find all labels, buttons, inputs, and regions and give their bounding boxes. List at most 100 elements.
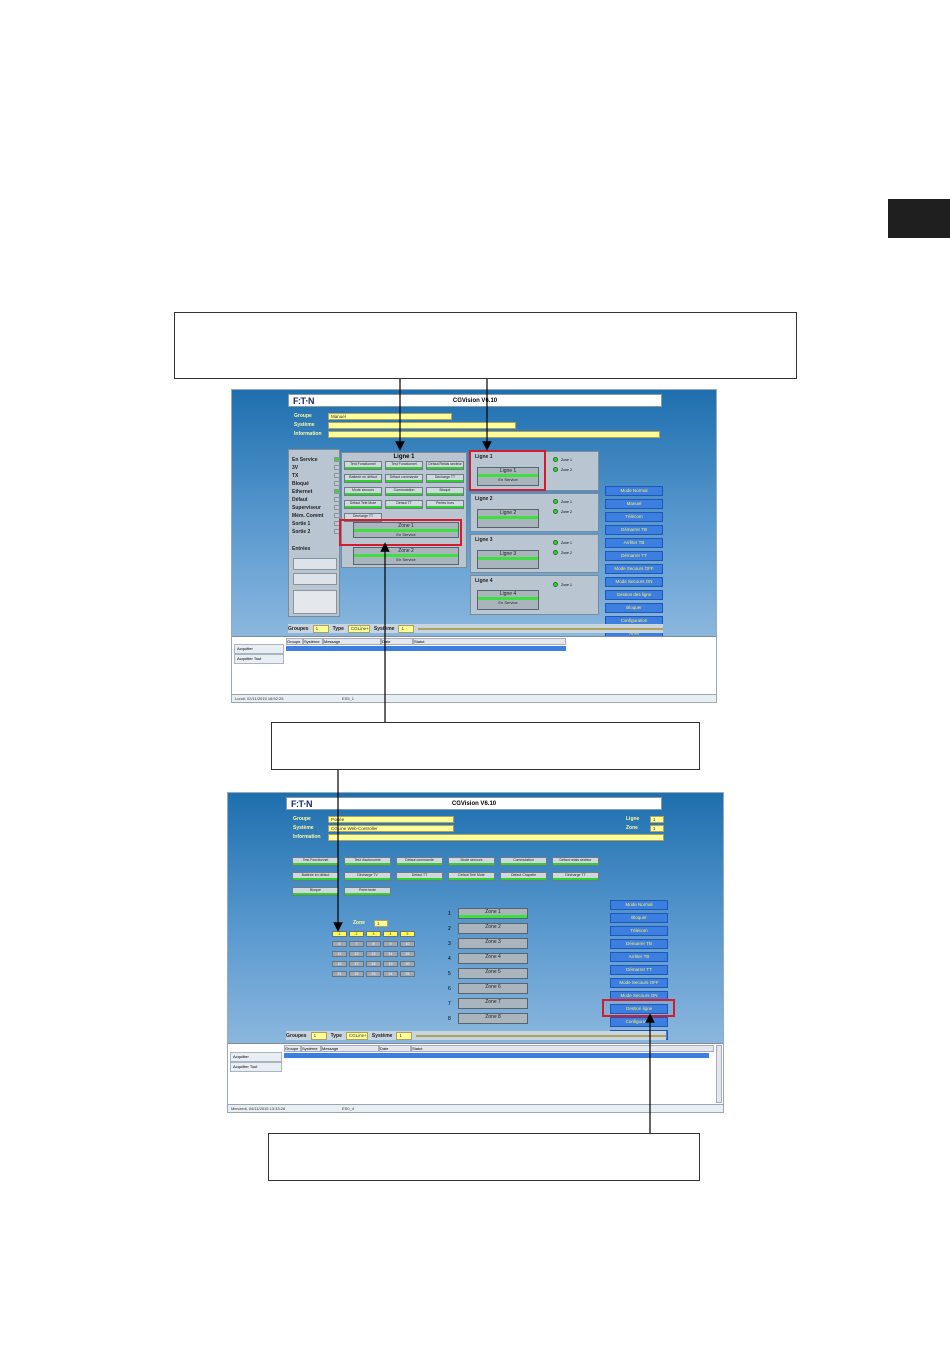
zone-number-cell[interactable]: 23 — [366, 971, 381, 977]
bloquer-button[interactable]: Bloquer — [605, 603, 663, 613]
footer-type-field[interactable]: CGLine+ — [345, 1031, 368, 1040]
zone-item[interactable]: Zone 4 — [458, 953, 528, 964]
ligne-zone-box[interactable]: Ligne 4 En Service — [477, 590, 539, 610]
zone-number-cell[interactable]: 18 — [366, 961, 381, 967]
col-groupe[interactable]: Groupe — [286, 638, 303, 645]
col-statut[interactable]: Statut — [413, 638, 566, 645]
ligne-zone-box[interactable]: Ligne 1 En Service — [477, 467, 539, 486]
acquitter-button[interactable]: Acquitter — [234, 644, 284, 654]
mode-button[interactable]: Bloqué — [292, 887, 339, 896]
col-date[interactable]: Date — [379, 1045, 411, 1052]
zone-item[interactable]: Zone 1 — [458, 908, 528, 919]
demarrer-tt-button[interactable]: Démarrer TT — [610, 965, 668, 975]
zone-number-cell[interactable]: 25 — [400, 971, 415, 977]
mode-button[interactable]: Défaut TT — [385, 500, 423, 509]
table-row[interactable] — [284, 1053, 709, 1058]
mode-button[interactable]: Mode secours — [448, 857, 495, 866]
mode-button[interactable]: Test Fonctionnel — [344, 461, 382, 470]
footer-systeme-field[interactable]: 1 — [398, 624, 415, 633]
table-row[interactable] — [286, 646, 566, 651]
mode-button[interactable]: Défaut commande — [396, 857, 443, 866]
demarrer-tb-button[interactable]: Démarrer TB — [610, 939, 668, 949]
zone-number-cell[interactable]: 16 — [332, 961, 347, 967]
col-systeme[interactable]: Système — [301, 1045, 321, 1052]
footer-info-field[interactable] — [418, 627, 663, 630]
mode-button[interactable]: Test Fonctionnel — [292, 857, 339, 866]
ligne-field[interactable]: 1 — [650, 816, 664, 823]
arreter-tb-button[interactable]: Arrêter TB — [605, 538, 663, 548]
systeme-field[interactable]: CGLine Web-Controller — [328, 825, 454, 832]
information-field[interactable] — [328, 834, 664, 841]
mode-button[interactable]: Batterie en défaut — [292, 872, 339, 881]
mode-button[interactable]: Test Fonctionnel — [385, 461, 423, 470]
footer-groupes-field[interactable]: 1 — [310, 1031, 327, 1040]
zone-number-cell[interactable]: 2 — [349, 931, 364, 937]
acquitter-tout-button[interactable]: Acquitter Tout — [230, 1062, 282, 1072]
zone-number-cell[interactable]: 3 — [366, 931, 381, 937]
zone-number-cell[interactable]: 24 — [383, 971, 398, 977]
zone-item[interactable]: Zone 2 — [458, 923, 528, 934]
col-date[interactable]: Date — [381, 638, 413, 645]
information-field[interactable] — [328, 431, 660, 438]
zone-number-cell[interactable]: 17 — [349, 961, 364, 967]
mode-button[interactable]: Défaut Telé Mute — [448, 872, 495, 881]
zone-number-cell[interactable]: 11 — [332, 951, 347, 957]
acquitter-button[interactable]: Acquitter — [230, 1052, 282, 1062]
col-message[interactable]: Message — [323, 638, 381, 645]
bloquer-button[interactable]: Bloquer — [610, 913, 668, 923]
col-groupe[interactable]: Groupe — [284, 1045, 301, 1052]
manuel-button[interactable]: Manuel — [605, 499, 663, 509]
mode-button[interactable]: Mode secours — [344, 487, 382, 496]
ligne-box-3[interactable]: Ligne 3 Ligne 3 Zone 1 Zone 2 — [470, 534, 599, 573]
mode-button[interactable]: Défaut commande — [385, 474, 423, 483]
mode-button[interactable]: Décharge TT — [344, 513, 382, 522]
mode-button[interactable]: Perte texte — [344, 887, 391, 896]
footer-type-field[interactable]: CGLine+ — [347, 624, 370, 633]
mode-button[interactable]: Défaut relais secteur — [552, 857, 599, 866]
zone-number-cell[interactable]: 13 — [366, 951, 381, 957]
mode-button[interactable]: Décharge TT — [552, 872, 599, 881]
zone2-item[interactable]: Zone 2 En Service — [353, 547, 459, 565]
zone-number-cell[interactable]: 12 — [349, 951, 364, 957]
mode-button[interactable]: Commutation — [385, 487, 423, 496]
footer-groupes-field[interactable]: 1 — [312, 624, 329, 633]
zone1-item[interactable]: Zone 1 En Service — [353, 522, 459, 538]
zone-number-cell[interactable]: 1 — [332, 931, 347, 937]
zone-number-cell[interactable]: 6 — [332, 941, 347, 947]
zone-item[interactable]: Zone 7 — [458, 998, 528, 1009]
zone-number-cell[interactable]: 20 — [400, 961, 415, 967]
ligne-zone-box[interactable]: Ligne 3 — [477, 550, 539, 569]
mode-button[interactable]: Décharge TV — [344, 872, 391, 881]
demarrer-tb-button[interactable]: Démarrer TB — [605, 525, 663, 535]
mode-button[interactable]: Bloqué — [426, 487, 464, 496]
acquitter-tout-button[interactable]: Acquitter Tout — [234, 654, 284, 664]
gestion-ligne-button[interactable]: Gestion ligne — [610, 1004, 668, 1014]
event-scrollbar[interactable] — [716, 1045, 722, 1103]
zone-number-cell[interactable]: 21 — [332, 971, 347, 977]
zone-number-cell[interactable]: 14 — [383, 951, 398, 957]
zone-number-cell[interactable]: 4 — [383, 931, 398, 937]
zone-field[interactable]: 1 — [650, 825, 664, 832]
gestion-ligne-button[interactable]: Gestion des ligne — [605, 590, 663, 600]
col-message[interactable]: Message — [321, 1045, 379, 1052]
footer-info-field[interactable] — [416, 1034, 666, 1037]
systeme-field[interactable] — [328, 422, 516, 429]
mode-button[interactable]: Décharge TT — [426, 474, 464, 483]
zone-item[interactable]: Zone 6 — [458, 983, 528, 994]
mode-button[interactable]: Défaut TT — [396, 872, 443, 881]
mode-normal-button[interactable]: Mode Normal — [605, 486, 663, 496]
mode-normal-button[interactable]: Mode Normal — [610, 900, 668, 910]
ligne-zone-box[interactable]: Ligne 2 — [477, 509, 539, 528]
zone-number-cell[interactable]: 7 — [349, 941, 364, 947]
mode-secours-off-button[interactable]: Mode Secours OFF — [610, 978, 668, 988]
zone-picker-field[interactable]: 1 — [374, 920, 388, 927]
configuration-button[interactable]: Configuration — [610, 1017, 668, 1027]
zone-number-cell[interactable]: 8 — [366, 941, 381, 947]
zone-number-cell[interactable]: 19 — [383, 961, 398, 967]
mode-button[interactable]: Pertes hors — [426, 500, 464, 509]
zone-number-cell[interactable]: 5 — [400, 931, 415, 937]
mode-button[interactable]: Défaut Chapelle — [500, 872, 547, 881]
mode-button[interactable]: Batterie en défaut — [344, 474, 382, 483]
mode-secours-off-button[interactable]: Mode Secours OFF — [605, 564, 663, 574]
arreter-tb-button[interactable]: Arrêter TB — [610, 952, 668, 962]
